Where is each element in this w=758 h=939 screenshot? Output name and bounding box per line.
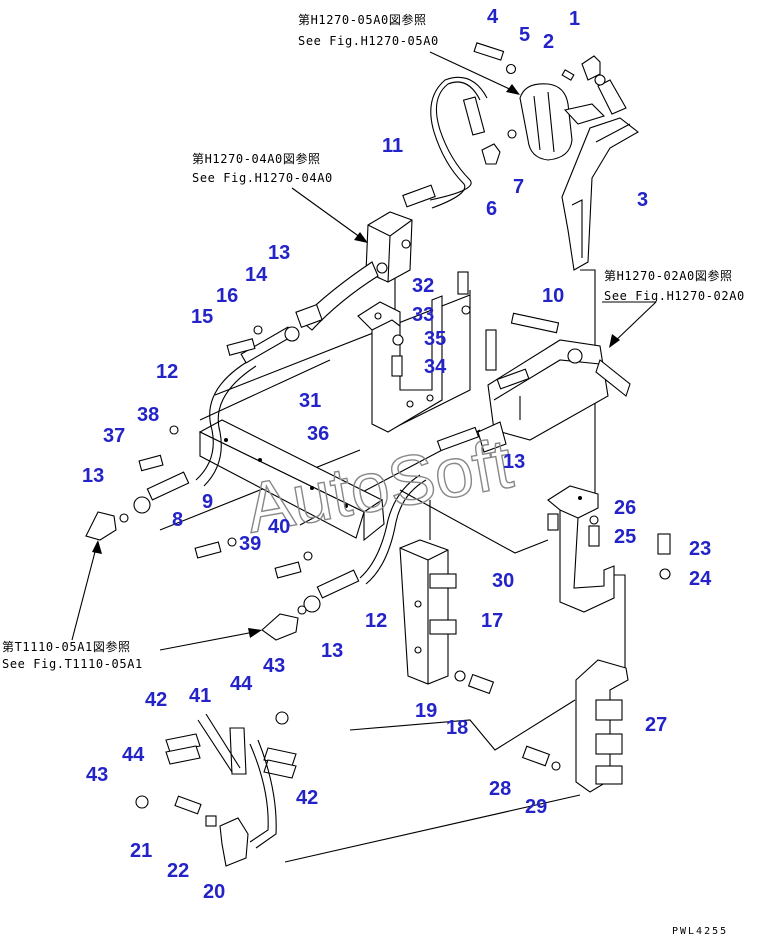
callout-32: 32	[412, 275, 434, 297]
ref-4-en: See Fig.T1110-05A1	[2, 657, 143, 671]
callout-12-upper: 12	[156, 361, 178, 383]
callout-13-right: 13	[503, 451, 525, 473]
ref-3-en: See Fig.H1270-02A0	[604, 289, 745, 303]
callout-28: 28	[489, 778, 511, 800]
ref-2-en: See Fig.H1270-04A0	[192, 171, 333, 185]
ref-1-en: See Fig.H1270-05A0	[298, 34, 439, 48]
callout-37: 37	[103, 425, 125, 447]
callout-44-top: 44	[230, 673, 253, 695]
part-12-hoses	[133, 326, 427, 613]
callout-34: 34	[424, 356, 447, 378]
ref-2-jp: 第H1270-04A0図参照	[192, 151, 321, 166]
callout-18: 18	[446, 717, 468, 739]
callout-27: 27	[645, 714, 667, 736]
part-36-bar	[198, 419, 385, 542]
ref-3-jp: 第H1270-02A0図参照	[604, 268, 733, 283]
part-3-bracket	[561, 117, 639, 271]
callout-33: 33	[412, 304, 434, 326]
callout-15: 15	[191, 306, 213, 328]
callout-3: 3	[637, 189, 648, 211]
callout-40: 40	[268, 516, 290, 538]
callout-21: 21	[130, 840, 152, 862]
callout-14: 14	[245, 264, 268, 286]
callout-10: 10	[542, 285, 564, 307]
part-17-bracket	[399, 539, 495, 695]
ref-1-jp: 第H1270-05A0図参照	[298, 12, 427, 27]
callout-43-bottom: 43	[86, 764, 108, 786]
callout-4: 4	[487, 6, 499, 28]
callout-7: 7	[513, 176, 524, 198]
part-30-bracket	[547, 485, 671, 613]
callout-13-top: 13	[268, 242, 290, 264]
part-11-cable	[402, 76, 488, 209]
part-number-callouts: 1 2 3 4 5 6 7 8 9 10 11 12 12 13 13 13 1…	[82, 6, 712, 903]
callout-30: 30	[492, 570, 514, 592]
callout-19: 19	[415, 700, 437, 722]
part-bottom-linkage	[135, 711, 297, 867]
part-left-fittings	[85, 271, 471, 641]
callout-31: 31	[299, 390, 321, 412]
callout-17: 17	[481, 610, 503, 632]
callout-5: 5	[519, 24, 530, 46]
callout-8: 8	[172, 509, 183, 531]
callout-39: 39	[239, 533, 261, 555]
callout-25: 25	[614, 526, 636, 548]
callout-1: 1	[569, 8, 580, 30]
callout-23: 23	[689, 538, 711, 560]
callout-35: 35	[424, 328, 446, 350]
part-right-valve-assembly	[436, 312, 631, 453]
callout-11: 11	[382, 135, 403, 157]
callout-2: 2	[543, 31, 554, 53]
figure-code: PWL4255	[672, 926, 728, 937]
callout-24: 24	[689, 568, 712, 590]
callout-13-left: 13	[82, 465, 104, 487]
callout-43-top: 43	[263, 655, 285, 677]
callout-22: 22	[167, 860, 189, 882]
callout-26: 26	[614, 497, 636, 519]
callout-20: 20	[203, 881, 225, 903]
callout-13-bottom: 13	[321, 640, 343, 662]
callout-6: 6	[486, 198, 497, 220]
callout-9: 9	[202, 491, 213, 513]
callout-44-bottom: 44	[122, 744, 145, 766]
callout-29: 29	[525, 796, 547, 818]
ref-4-jp: 第T1110-05A1図参照	[2, 639, 131, 654]
callout-16: 16	[216, 285, 238, 307]
callout-42-left: 42	[145, 689, 167, 711]
part-27-bracket	[521, 659, 629, 793]
callout-36: 36	[307, 423, 329, 445]
part-motor-assembly	[473, 42, 627, 165]
part-valve-block	[295, 211, 413, 331]
reference-arrows	[71, 51, 657, 651]
callout-12-lower: 12	[365, 610, 387, 632]
callout-38: 38	[137, 404, 159, 426]
callout-41: 41	[189, 685, 211, 707]
callout-42-right: 42	[296, 787, 318, 809]
